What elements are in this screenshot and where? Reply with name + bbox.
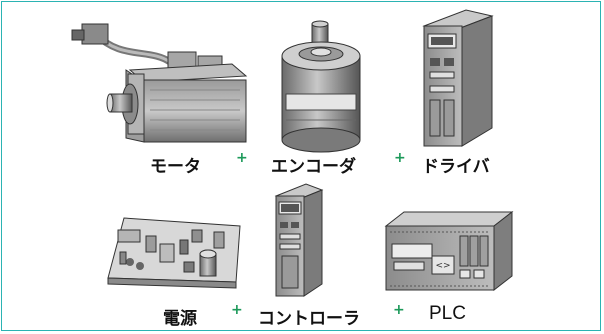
- plus-sign: +: [236, 150, 248, 166]
- power-supply-board-icon: [107, 217, 241, 289]
- encoder-icon: [281, 20, 361, 153]
- plus-sign: +: [393, 302, 405, 318]
- label-motor: モータ: [150, 157, 201, 177]
- servo-motor-icon: [71, 23, 248, 143]
- label-driver: ドライバ: [422, 157, 490, 177]
- label-controller: コントローラ: [258, 309, 360, 329]
- plus-sign: +: [231, 302, 243, 318]
- label-encoder: エンコーダ: [271, 157, 356, 177]
- plus-sign: +: [394, 150, 406, 166]
- plc-unit-icon: <>: [384, 210, 514, 292]
- driver-unit-icon: [422, 9, 494, 147]
- label-plc: PLC: [429, 303, 466, 324]
- controller-unit-icon: [274, 183, 324, 297]
- svg-text:<>: <>: [435, 261, 450, 271]
- label-power-supply: 電源: [163, 309, 197, 329]
